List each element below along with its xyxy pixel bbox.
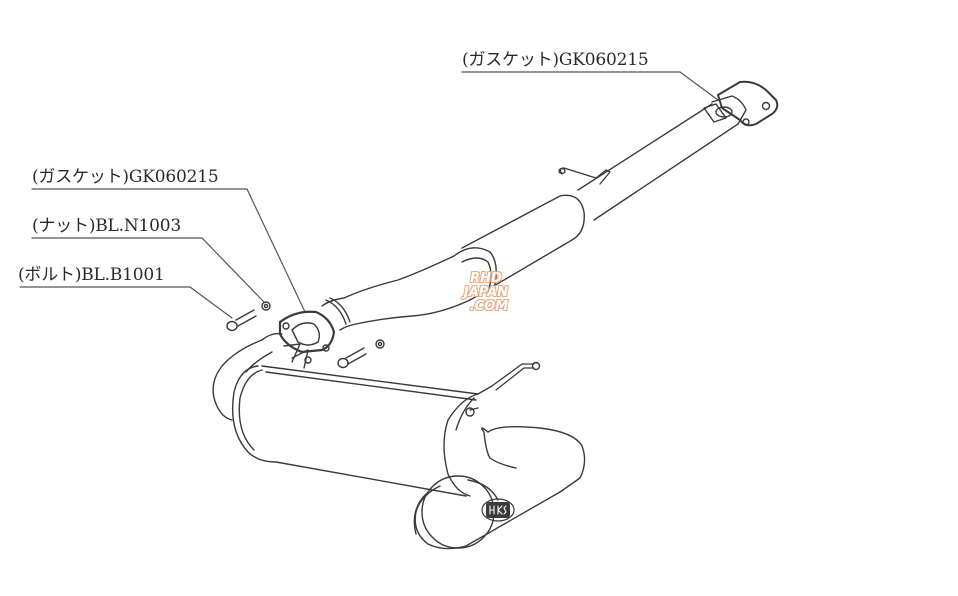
watermark-logo: RHD JAPAN .COM (458, 272, 514, 314)
front-pipe (558, 103, 739, 221)
callout-gasket-front: (ガスケット)GK060215 (462, 50, 649, 70)
main-muffler (231, 361, 541, 497)
front-flange (703, 80, 779, 127)
mid-pipe (321, 255, 471, 331)
resonator (453, 194, 585, 301)
inlet-pipe (212, 339, 273, 421)
callout-gasket-mid: (ガスケット)GK060215 (32, 167, 219, 187)
watermark-line-3: .COM (469, 299, 509, 314)
hks-logo (481, 498, 515, 522)
mid-flange (261, 310, 336, 369)
leader-lines (19, 71, 719, 319)
fasteners (226, 301, 385, 369)
tail-pipe (413, 425, 586, 550)
callout-bolt: (ボルト)BL.B1001 (18, 265, 165, 285)
watermark-line-1: RHD (470, 271, 502, 286)
callout-nut: (ナット)BL.N1003 (32, 216, 181, 236)
watermark-line-2: JAPAN (463, 285, 509, 300)
